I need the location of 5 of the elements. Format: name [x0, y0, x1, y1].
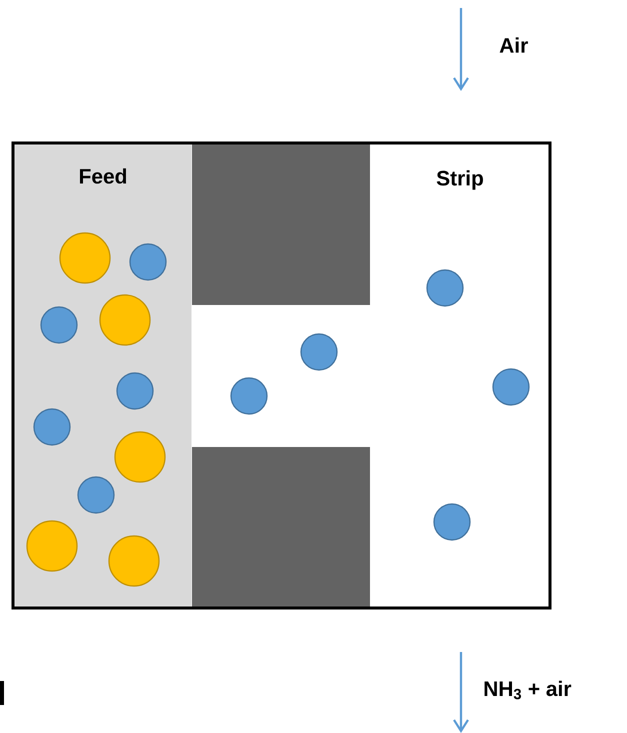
strip-compartment: Strip [371, 144, 548, 606]
flow-label: Air [500, 37, 528, 53]
feed-compartment: Feed [14, 144, 192, 606]
node-label: Strip [436, 170, 483, 190]
flow-label: NH$_{3}$ + air [484, 680, 572, 700]
